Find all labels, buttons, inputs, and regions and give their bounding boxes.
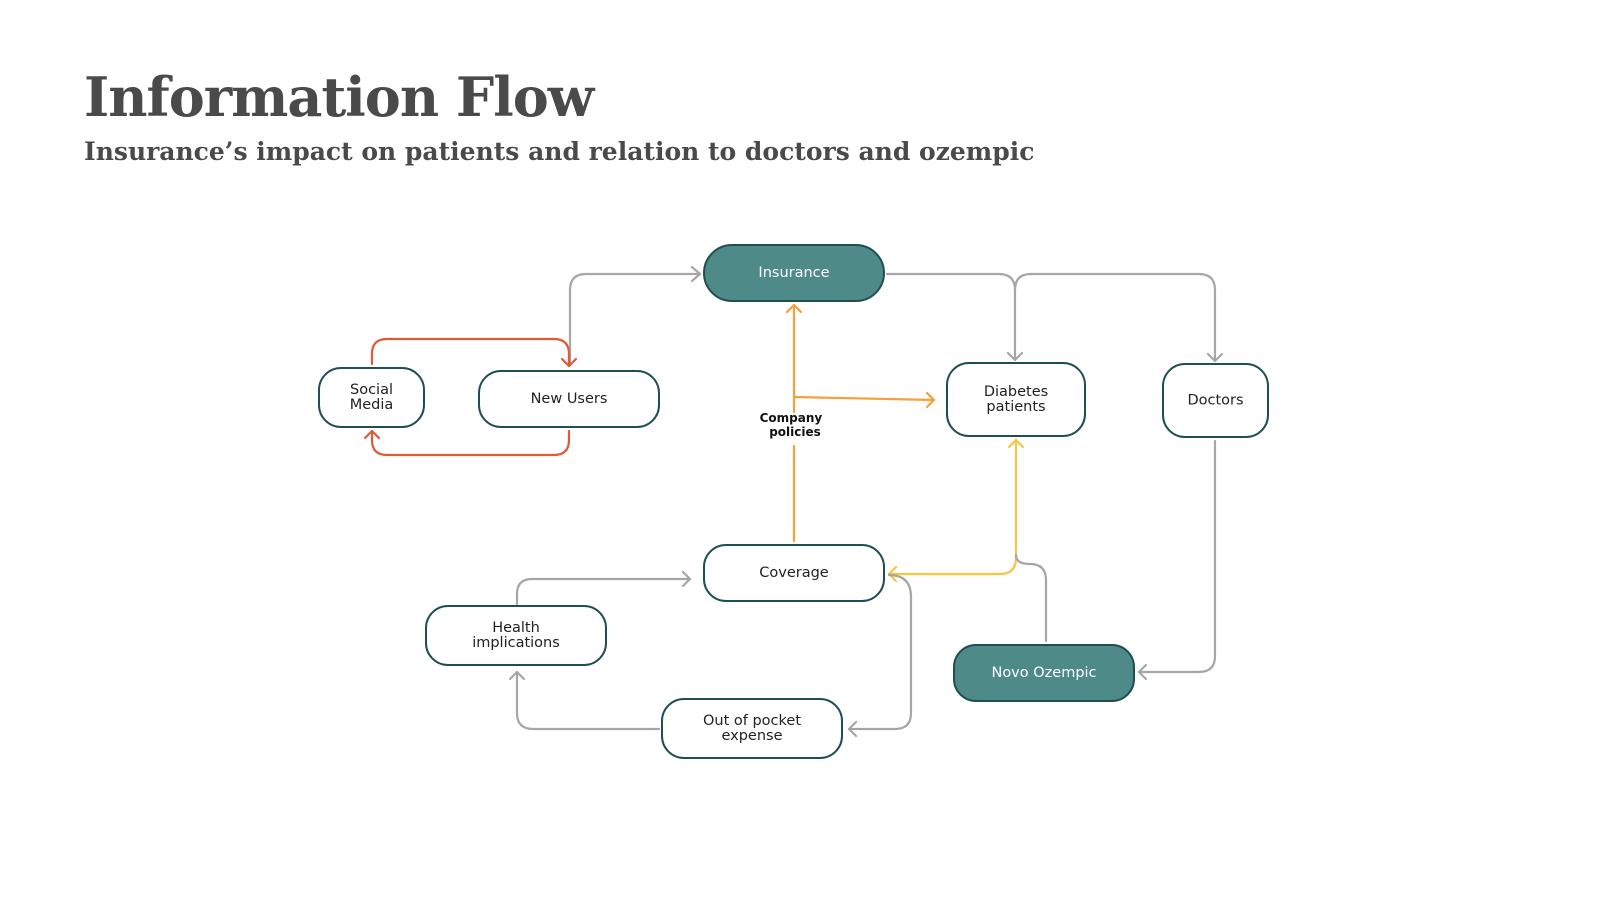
arrowhead <box>1007 438 1025 449</box>
node-label-new-users: New Users <box>531 391 608 407</box>
edge-label-company-policies: Company policies <box>760 411 827 439</box>
node-label-line: expense <box>721 728 782 744</box>
arrowhead <box>363 429 381 440</box>
edge-insurance-to-doctors <box>1013 272 1217 363</box>
node-out-of-pocket <box>661 698 843 759</box>
node-label-novo-ozempic: Novo Ozempic <box>991 665 1096 681</box>
edge-social-media-to-new-users <box>370 337 571 368</box>
arrowhead <box>1206 352 1224 363</box>
arrowhead <box>690 265 702 283</box>
node-insurance <box>703 244 885 302</box>
arrowhead <box>508 670 526 681</box>
node-doctors <box>1162 363 1269 438</box>
arrowhead <box>560 357 578 368</box>
edge-labels: Company policies <box>760 411 827 439</box>
edge-coverage-to-out-of-pocket <box>847 573 913 731</box>
edge-insurance-to-diabetes-patients <box>885 272 1017 362</box>
node-label-line: Out of pocket <box>703 713 801 729</box>
node-label-line: Insurance <box>758 265 829 281</box>
node-label-line: Media <box>350 397 394 413</box>
node-social-media <box>318 367 425 428</box>
arrowhead <box>847 720 858 738</box>
page-subtitle: Insurance’s impact on patients and relat… <box>84 137 1035 166</box>
node-label-line: New Users <box>531 391 608 407</box>
node-label-line: Health <box>492 620 540 636</box>
node-label-line: implications <box>472 635 560 651</box>
node-label-line: Coverage <box>759 565 829 581</box>
edge-diabetes-patients-coverage <box>887 438 1018 576</box>
edge-new-users-to-insurance <box>568 272 702 367</box>
node-label-line: Social <box>350 382 393 398</box>
edge-label-line: Company <box>760 411 823 425</box>
arrowhead <box>681 570 692 588</box>
node-label-line: patients <box>986 399 1045 415</box>
page-title: Information Flow <box>84 65 594 129</box>
edge-health-implications-to-coverage <box>515 577 692 606</box>
node-new-users <box>478 370 660 428</box>
edge-new-users-to-social-media <box>370 429 571 457</box>
arrowhead <box>925 391 936 409</box>
edge-doctors-to-novo-ozempic <box>1137 439 1217 674</box>
node-coverage <box>703 544 885 602</box>
node-label-doctors: Doctors <box>1187 393 1243 409</box>
node-label-coverage: Coverage <box>759 565 829 581</box>
node-diabetes-patients <box>946 362 1086 437</box>
edge-novo-ozempic-to-connector <box>1014 553 1048 643</box>
arrowhead <box>785 303 803 314</box>
edge-policies-to-diabetes-patients <box>792 395 936 402</box>
arrowhead <box>1137 663 1148 681</box>
edge-label-line: policies <box>769 425 821 439</box>
node-novo-ozempic <box>953 644 1135 702</box>
node-label-insurance: Insurance <box>758 265 829 281</box>
edge-out-of-pocket-to-health-implications <box>515 670 661 731</box>
node-label-line: Doctors <box>1187 393 1243 409</box>
node-health-implications <box>425 605 607 666</box>
node-label-line: Novo Ozempic <box>991 665 1096 681</box>
arrowhead <box>1006 351 1024 362</box>
node-label-line: Diabetes <box>984 384 1048 400</box>
diagram-edges <box>363 265 1224 738</box>
